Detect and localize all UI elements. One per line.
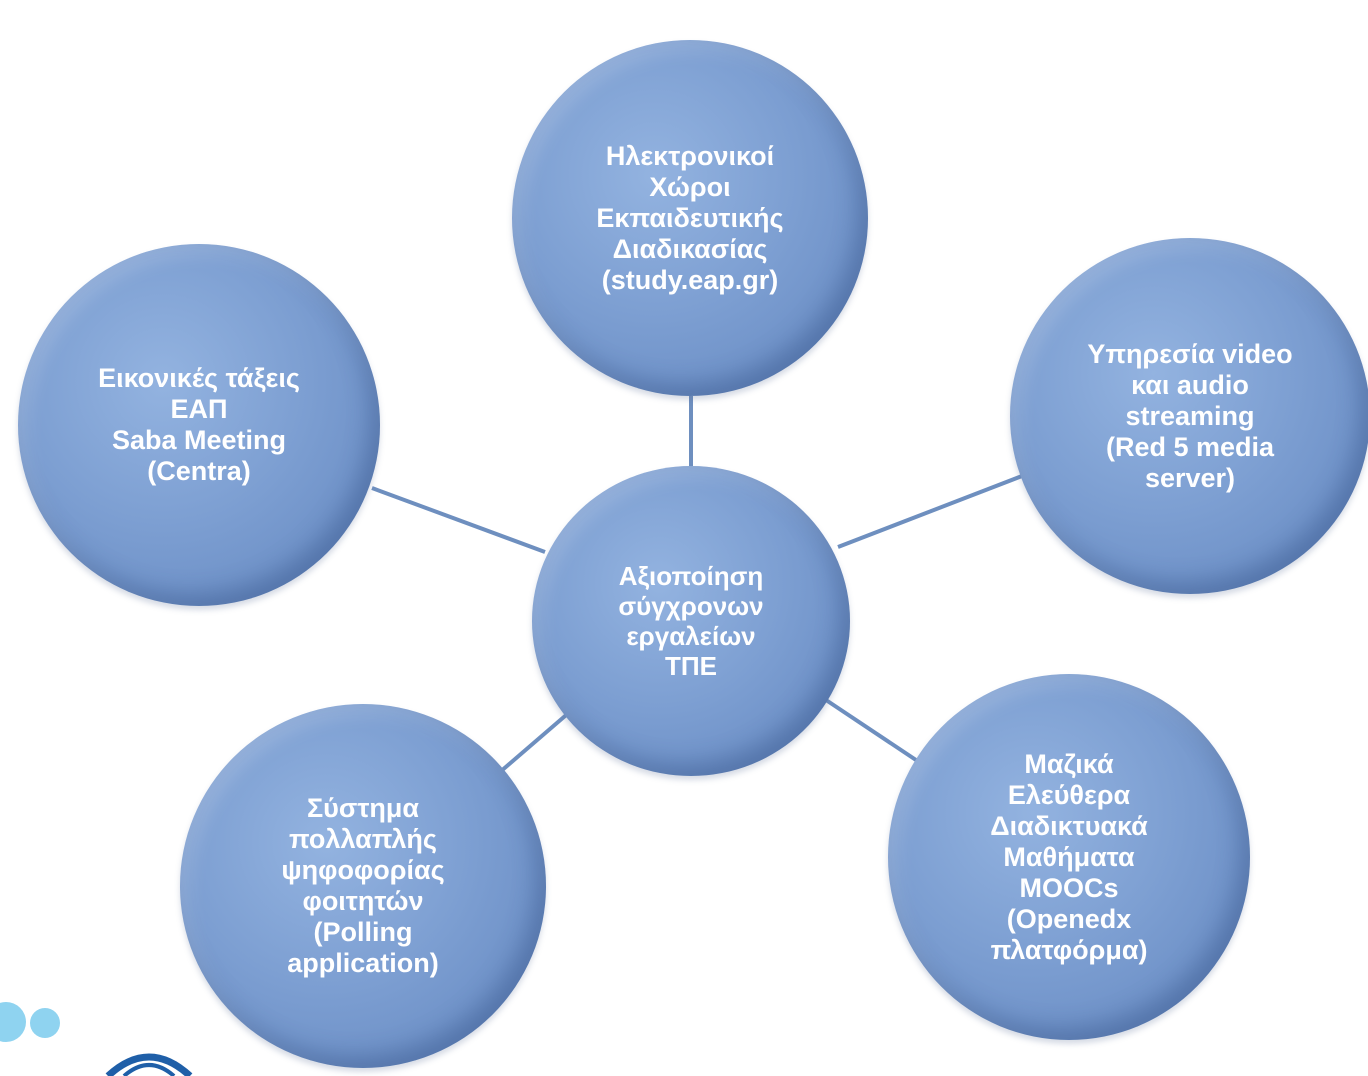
node-polling-system: Σύστημα πολλαπλής ψηφοφορίας φοιτητών (P… <box>180 704 546 1068</box>
node-center-label: Αξιοποίηση σύγχρονων εργαλείων ΤΠΕ <box>618 561 764 681</box>
decorative-dot-small <box>30 1008 60 1038</box>
connector-bottom-right <box>824 698 924 766</box>
node-moocs: Μαζικά Ελεύθερα Διαδικτυακά Μαθήματα MOO… <box>888 674 1250 1040</box>
connector-left <box>371 486 546 554</box>
node-center-ict-tools: Αξιοποίηση σύγχρονων εργαλείων ΤΠΕ <box>532 466 850 776</box>
node-streaming-service-label: Υπηρεσία video και audio streaming (Red … <box>1087 338 1293 493</box>
logo-arc-icon <box>105 1053 193 1076</box>
connector-right <box>837 474 1023 549</box>
node-elearning-spaces: Ηλεκτρονικοί Χώροι Εκπαιδευτικής Διαδικα… <box>512 40 868 396</box>
node-virtual-classes-label: Εικονικές τάξεις ΕΑΠ Saba Meeting (Centr… <box>98 363 300 486</box>
node-moocs-label: Μαζικά Ελεύθερα Διαδικτυακά Μαθήματα MOO… <box>990 748 1148 965</box>
node-virtual-classes: Εικονικές τάξεις ΕΑΠ Saba Meeting (Centr… <box>18 244 380 606</box>
node-elearning-spaces-label: Ηλεκτρονικοί Χώροι Εκπαιδευτικής Διαδικα… <box>596 140 784 295</box>
connector-bottom-left <box>498 708 574 774</box>
node-streaming-service: Υπηρεσία video και audio streaming (Red … <box>1010 238 1368 594</box>
node-polling-system-label: Σύστημα πολλαπλής ψηφοφορίας φοιτητών (P… <box>281 793 445 978</box>
